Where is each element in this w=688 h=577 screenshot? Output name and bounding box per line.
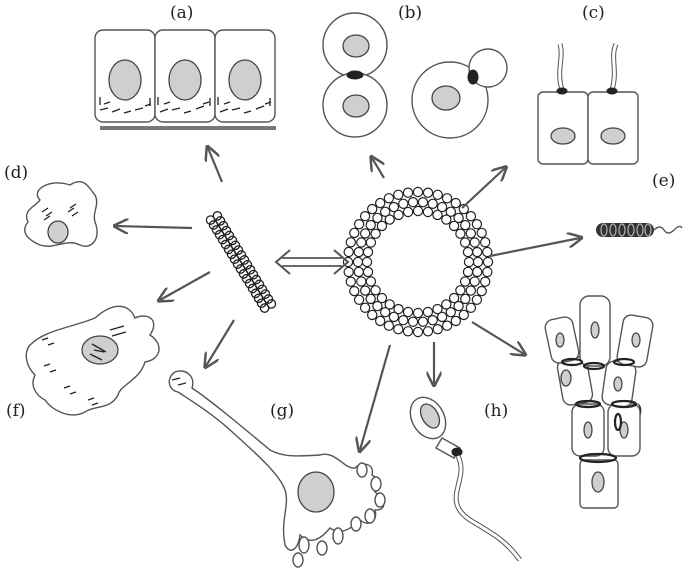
label-h: (h) bbox=[484, 401, 508, 421]
label-c: (c) bbox=[582, 3, 605, 23]
panel-d-amoeboid-cell bbox=[24, 180, 98, 247]
rod-arrows bbox=[116, 148, 235, 366]
panel-f-migrating-cell bbox=[25, 305, 160, 416]
panel-b-budding-cells bbox=[322, 12, 508, 139]
panel-c-ciliated-cells bbox=[537, 43, 639, 165]
ring-arrows bbox=[360, 158, 580, 450]
label-f: (f) bbox=[6, 401, 26, 421]
label-g: (g) bbox=[270, 401, 294, 421]
label-d: (d) bbox=[4, 163, 28, 183]
equivalence-arrow bbox=[274, 249, 350, 275]
panel-g-neuron bbox=[168, 370, 386, 568]
septin-filament-rod bbox=[205, 211, 277, 313]
septin-ring bbox=[342, 186, 494, 338]
label-a: (a) bbox=[170, 3, 193, 23]
panel-a-epithelial-cells bbox=[94, 29, 276, 130]
panel-i-hyphal-cells bbox=[544, 295, 654, 509]
label-e: (e) bbox=[652, 171, 675, 191]
panel-h-sperm-cell bbox=[409, 396, 522, 562]
panel-e-septin-filament bbox=[596, 223, 683, 237]
label-b: (b) bbox=[398, 3, 422, 23]
